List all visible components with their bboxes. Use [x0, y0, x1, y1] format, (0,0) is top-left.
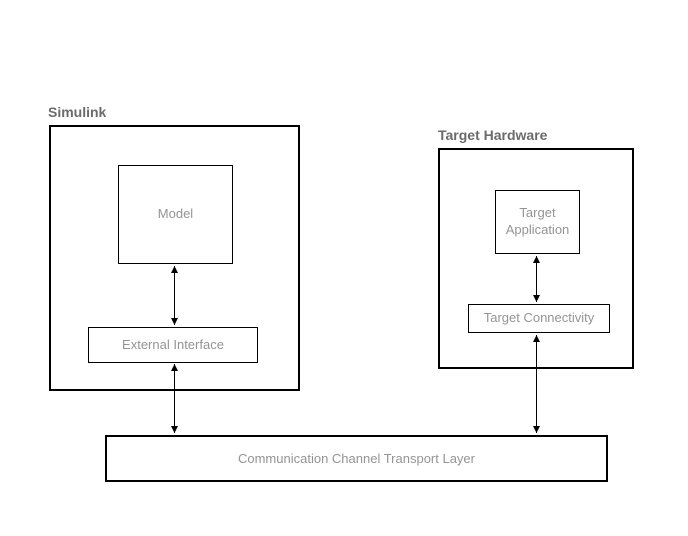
external-interface-box-label: External Interface [122, 336, 224, 352]
model-box-label: Model [157, 206, 194, 222]
target-connectivity-box-label: Target Connectivity [483, 310, 595, 326]
target-connectivity-box: Target Connectivity [468, 304, 610, 333]
simulink-group-label: Simulink [48, 104, 107, 120]
target-hardware-group-label: Target Hardware [438, 127, 548, 143]
target-hardware-container-box [438, 148, 634, 369]
external-interface-box: External Interface [88, 327, 258, 363]
transport-layer-box-label: Communication Channel Transport Layer [237, 451, 475, 466]
transport-layer-box: Communication Channel Transport Layer [105, 435, 608, 482]
target-application-box: Target Application [495, 190, 580, 254]
target-application-box-label: Target Application [505, 205, 570, 237]
model-box: Model [118, 165, 233, 264]
